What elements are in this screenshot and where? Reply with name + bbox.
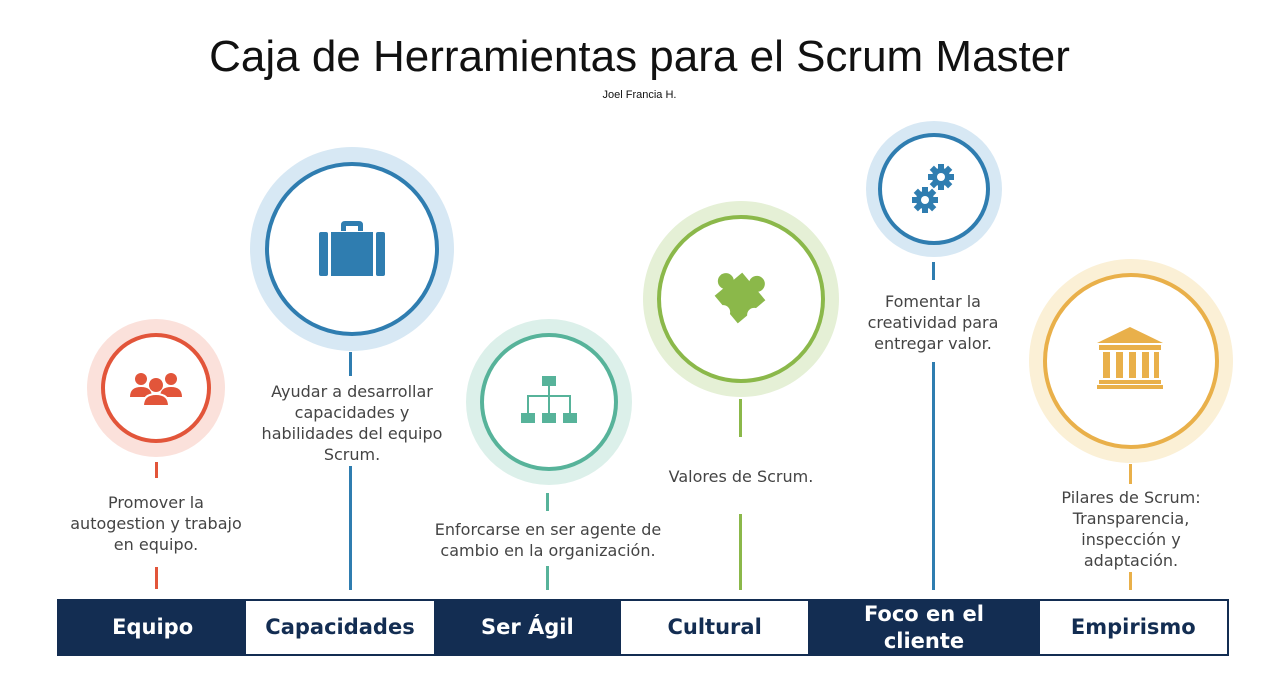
foco-circle (878, 133, 990, 245)
institution-icon (1097, 327, 1163, 389)
empirismo-circle (1043, 273, 1219, 449)
ser-agil-line-bottom (546, 566, 549, 590)
equipo-line-bottom (155, 567, 158, 589)
category-capacidades: Capacidades (246, 601, 434, 654)
foco-line-top (932, 262, 935, 280)
foco-description: Fomentar la creatividad para entregar va… (867, 292, 999, 353)
ser-agil-description: Enforcarse en ser agente de cambio en la… (434, 520, 662, 560)
cultural-description: Valores de Scrum. (668, 467, 814, 486)
briefcase-icon (319, 221, 385, 276)
empirismo-line-top (1129, 464, 1132, 484)
category-cultural: Cultural (620, 601, 809, 654)
ser-agil-line-top (546, 493, 549, 511)
diagram-title: Caja de Herramientas para el Scrum Maste… (209, 32, 1070, 81)
category-foco-cliente: Foco en el cliente (808, 601, 1040, 654)
org-chart-icon (521, 376, 577, 423)
cultural-line-bottom (739, 514, 742, 590)
category-ser-agil: Ser Ágil (433, 601, 621, 654)
category-equipo: Equipo (59, 601, 247, 654)
cultural-line-top (739, 399, 742, 437)
foco-line-bottom (932, 362, 935, 590)
category-bar: Equipo Capacidades Ser Ágil Cultural Foc… (57, 599, 1229, 656)
empirismo-line-bottom (1129, 572, 1132, 590)
equipo-line-top (155, 462, 158, 478)
empirismo-description: Pilares de Scrum: Transparencia, inspecc… (1061, 488, 1201, 570)
equipo-description: Promover la autogestion y trabajo en equ… (70, 493, 242, 554)
capacidades-line-top (349, 352, 352, 376)
author-subtitle: Joel Francia H. (602, 89, 677, 101)
capacidades-description: Ayudar a desarrollar capacidades y habil… (261, 382, 443, 464)
team-icon (130, 373, 182, 407)
puzzle-icon (714, 272, 766, 324)
ser-agil-circle (480, 333, 618, 471)
gears-icon (912, 164, 954, 213)
capacidades-line-bottom (349, 466, 352, 590)
category-empirismo: Empirismo (1039, 601, 1227, 654)
